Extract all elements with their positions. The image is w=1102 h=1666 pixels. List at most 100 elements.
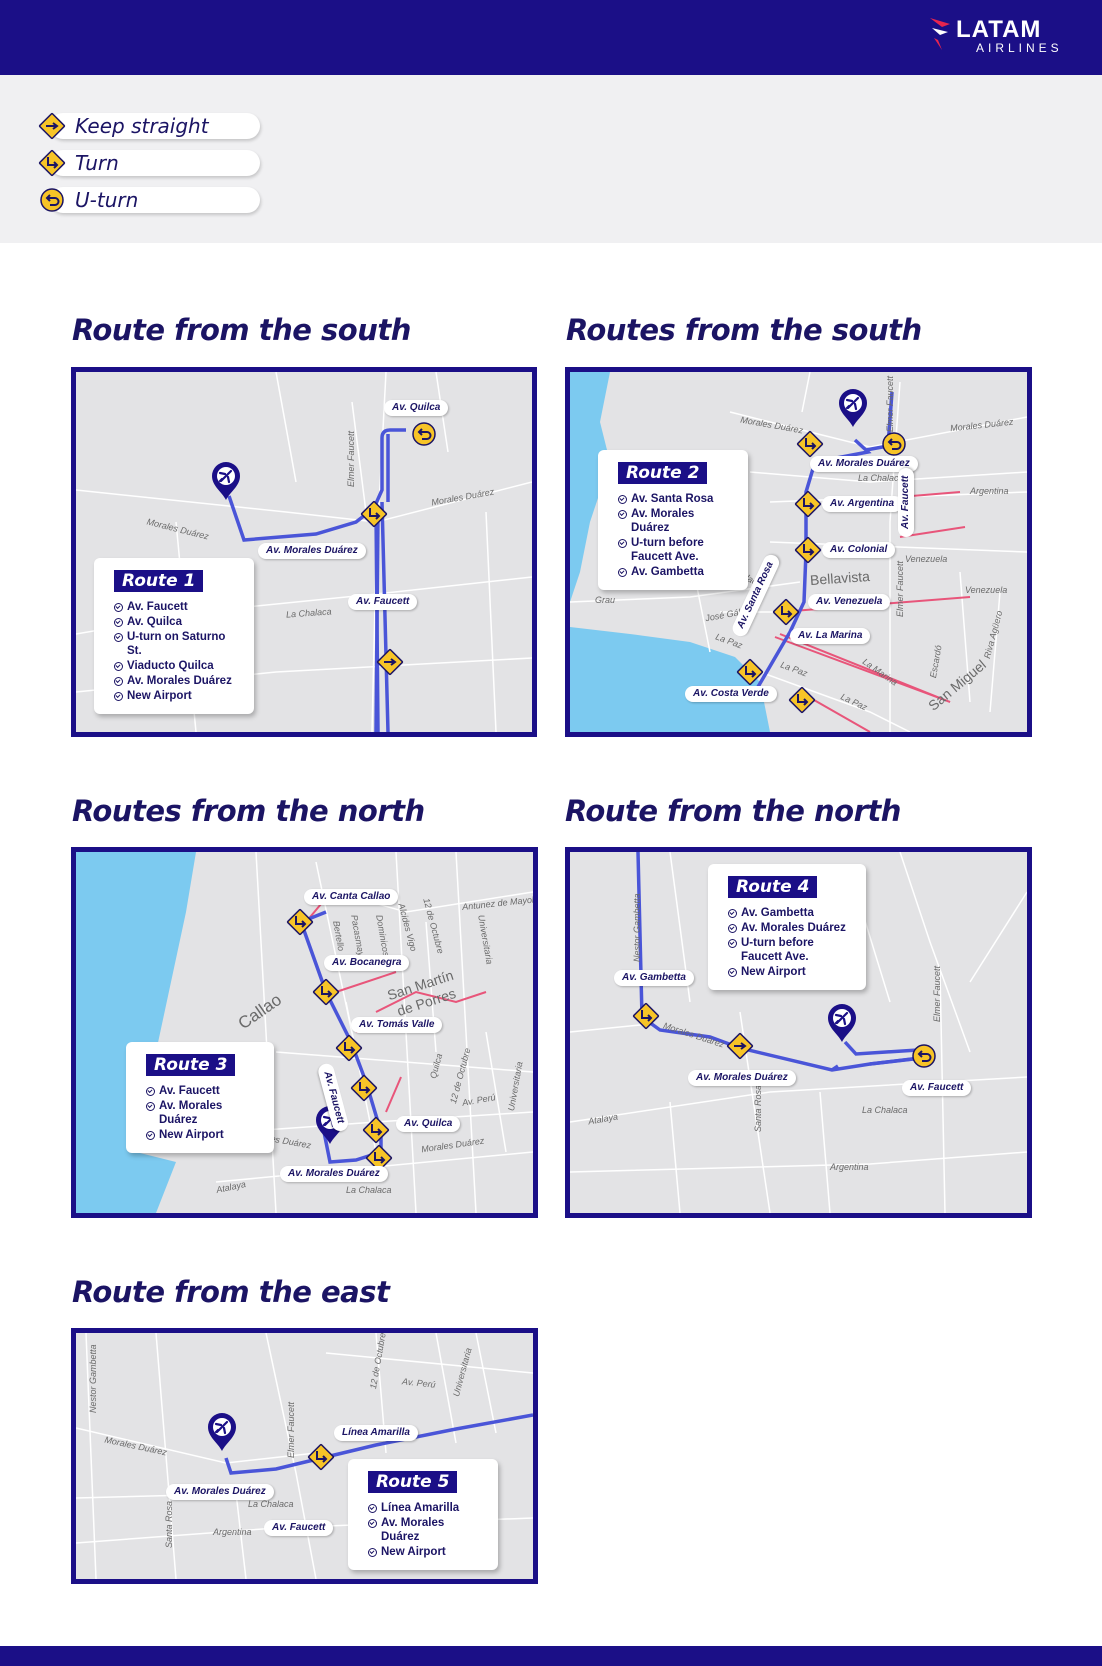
route-step: New Airport bbox=[368, 1545, 484, 1559]
route-step: Av. Faucett bbox=[146, 1084, 260, 1098]
airport-pin-icon bbox=[206, 1411, 238, 1453]
street-label: Elmer Faucett bbox=[346, 430, 356, 487]
route-step: Av. Morales Duárez bbox=[618, 507, 734, 535]
route-step: Av. Morales Duárez bbox=[728, 921, 852, 935]
turn-sign-icon bbox=[794, 536, 822, 564]
road-tag: Av. Argentina bbox=[822, 496, 903, 512]
route-step: Av. Gambetta bbox=[618, 565, 734, 579]
street-label: Venezuela bbox=[965, 585, 1008, 595]
turn-sign-icon bbox=[286, 908, 314, 936]
u-turn-sign-icon bbox=[40, 188, 64, 212]
route-name: Route 4 bbox=[728, 876, 818, 898]
route-name: Route 1 bbox=[114, 570, 204, 592]
route-name: Route 3 bbox=[146, 1054, 236, 1076]
latam-logo[interactable]: LATAM AIRLINES bbox=[928, 16, 1068, 58]
route-step: Av. Morales Duárez bbox=[146, 1099, 260, 1127]
airport-pin-icon bbox=[837, 387, 869, 429]
u-turn-sign-icon bbox=[912, 1044, 936, 1068]
legend-pill bbox=[50, 113, 260, 139]
brand-sub: AIRLINES bbox=[976, 41, 1063, 55]
route-3-map[interactable]: Antunez de Mayolo Bertello Pacasmayo Dom… bbox=[71, 847, 538, 1218]
road-tag: Av. Faucett bbox=[348, 594, 418, 610]
road-tag: Av. La Marina bbox=[790, 628, 871, 644]
street-label: Elmer Faucett bbox=[885, 375, 895, 432]
legend-band: Keep straight Turn U-turn bbox=[0, 75, 1102, 243]
route-step: Línea Amarilla bbox=[368, 1501, 484, 1515]
route-name: Route 2 bbox=[618, 462, 708, 484]
road-tag: Av. Morales Duárez bbox=[166, 1484, 274, 1500]
legend-pill bbox=[50, 187, 260, 213]
turn-sign-icon bbox=[38, 149, 66, 177]
turn-sign-icon bbox=[312, 978, 340, 1006]
street-label: La Chalaca bbox=[248, 1499, 294, 1509]
keep-straight-sign-icon bbox=[726, 1032, 754, 1060]
header-bar: LATAM AIRLINES bbox=[0, 0, 1102, 75]
road-tag: Av. Faucett bbox=[902, 1080, 972, 1096]
road-tag: Av. Faucett bbox=[898, 467, 914, 537]
street-label: Argentina bbox=[830, 1162, 869, 1172]
legend-u-turn: U-turn bbox=[38, 186, 260, 214]
route-step: U-turn before Faucett Ave. bbox=[618, 536, 734, 564]
road-tag: Av. Bocanegra bbox=[324, 955, 410, 971]
route-step: U-turn on Saturno St. bbox=[114, 630, 240, 658]
panel-4-title: Route from the north bbox=[565, 794, 901, 828]
u-turn-sign-icon bbox=[882, 432, 906, 456]
route-step: Av. Morales Duárez bbox=[114, 674, 240, 688]
street-label: Elmer Faucett bbox=[895, 560, 905, 617]
panel-2-title: Routes from the south bbox=[566, 313, 922, 347]
route-name: Route 5 bbox=[368, 1471, 458, 1493]
road-tag: Av. Venezuela bbox=[808, 594, 891, 610]
route-step: New Airport bbox=[146, 1128, 260, 1142]
route-steps: Av. Faucett Av. Morales Duárez New Airpo… bbox=[146, 1084, 260, 1142]
street-label: Elmer Faucett bbox=[286, 1401, 296, 1458]
road-tag: Av. Morales Duárez bbox=[280, 1166, 388, 1182]
legend-pill bbox=[50, 150, 260, 176]
turn-sign-icon bbox=[794, 490, 822, 518]
footer-bar bbox=[0, 1646, 1102, 1666]
airport-pin-icon bbox=[210, 460, 242, 502]
turn-sign-icon bbox=[307, 1443, 335, 1471]
legend-keep-straight: Keep straight bbox=[38, 112, 260, 140]
street-label: La Chalaca bbox=[862, 1105, 908, 1115]
legend-label: Keep straight bbox=[75, 114, 209, 138]
route-steps: Av. Faucett Av. Quilca U-turn on Saturno… bbox=[114, 600, 240, 703]
latam-logo-icon bbox=[930, 18, 950, 50]
legend-label: Turn bbox=[75, 151, 119, 175]
street-label: Venezuela bbox=[905, 554, 948, 564]
route-steps: Av. Gambetta Av. Morales Duárez U-turn b… bbox=[728, 906, 852, 979]
keep-straight-sign-icon bbox=[376, 648, 404, 676]
brand-name: LATAM bbox=[956, 16, 1042, 43]
legend-label: U-turn bbox=[75, 188, 139, 212]
street-label: Argentina bbox=[970, 486, 1009, 496]
route-4-card: Route 4 Av. Gambetta Av. Morales Duárez … bbox=[708, 864, 866, 990]
street-label: Grau bbox=[595, 595, 616, 605]
route-step: Viaducto Quilca bbox=[114, 659, 240, 673]
road-tag: Av. Canta Callao bbox=[304, 889, 399, 905]
panel-1-title: Route from the south bbox=[72, 313, 411, 347]
route-step: U-turn before Faucett Ave. bbox=[728, 936, 852, 964]
u-turn-sign-icon bbox=[412, 422, 436, 446]
route-1-map[interactable]: Elmer Faucett Morales Duárez Morales Duá… bbox=[71, 367, 537, 737]
panel-3-title: Routes from the north bbox=[72, 794, 425, 828]
route-2-map-roads bbox=[570, 372, 1027, 732]
street-label: Santa Rosa bbox=[164, 1500, 174, 1548]
street-label: Argentina bbox=[213, 1527, 252, 1537]
route-4-map[interactable]: Nestor Gambetta Morales Duárez Elmer Fau… bbox=[565, 847, 1032, 1218]
airport-pin-icon bbox=[826, 1002, 858, 1044]
route-3-card: Route 3 Av. Faucett Av. Morales Duárez N… bbox=[126, 1042, 274, 1153]
route-step: Av. Santa Rosa bbox=[618, 492, 734, 506]
route-step: Av. Quilca bbox=[114, 615, 240, 629]
road-tag: Av. Morales Duárez bbox=[688, 1070, 796, 1086]
route-2-card: Route 2 Av. Santa Rosa Av. Morales Duáre… bbox=[598, 450, 748, 590]
route-5-card: Route 5 Línea Amarilla Av. Morales Duáre… bbox=[348, 1459, 498, 1570]
road-tag: Av. Quilca bbox=[396, 1116, 461, 1132]
route-step: Av. Faucett bbox=[114, 600, 240, 614]
road-tag: Av. Costa Verde bbox=[685, 686, 777, 702]
road-tag: Av. Tomás Valle bbox=[351, 1017, 443, 1033]
road-tag: Av. Colonial bbox=[822, 542, 896, 558]
route-steps: Av. Santa Rosa Av. Morales Duárez U-turn… bbox=[618, 492, 734, 579]
keep-straight-sign-icon bbox=[38, 112, 66, 140]
route-3-map-roads bbox=[76, 852, 533, 1213]
route-5-map[interactable]: Nestor Gambetta Morales Duárez Elmer Fau… bbox=[71, 1328, 538, 1584]
route-2-map[interactable]: Morales Duárez Elmer Faucett Morales Duá… bbox=[565, 367, 1032, 737]
